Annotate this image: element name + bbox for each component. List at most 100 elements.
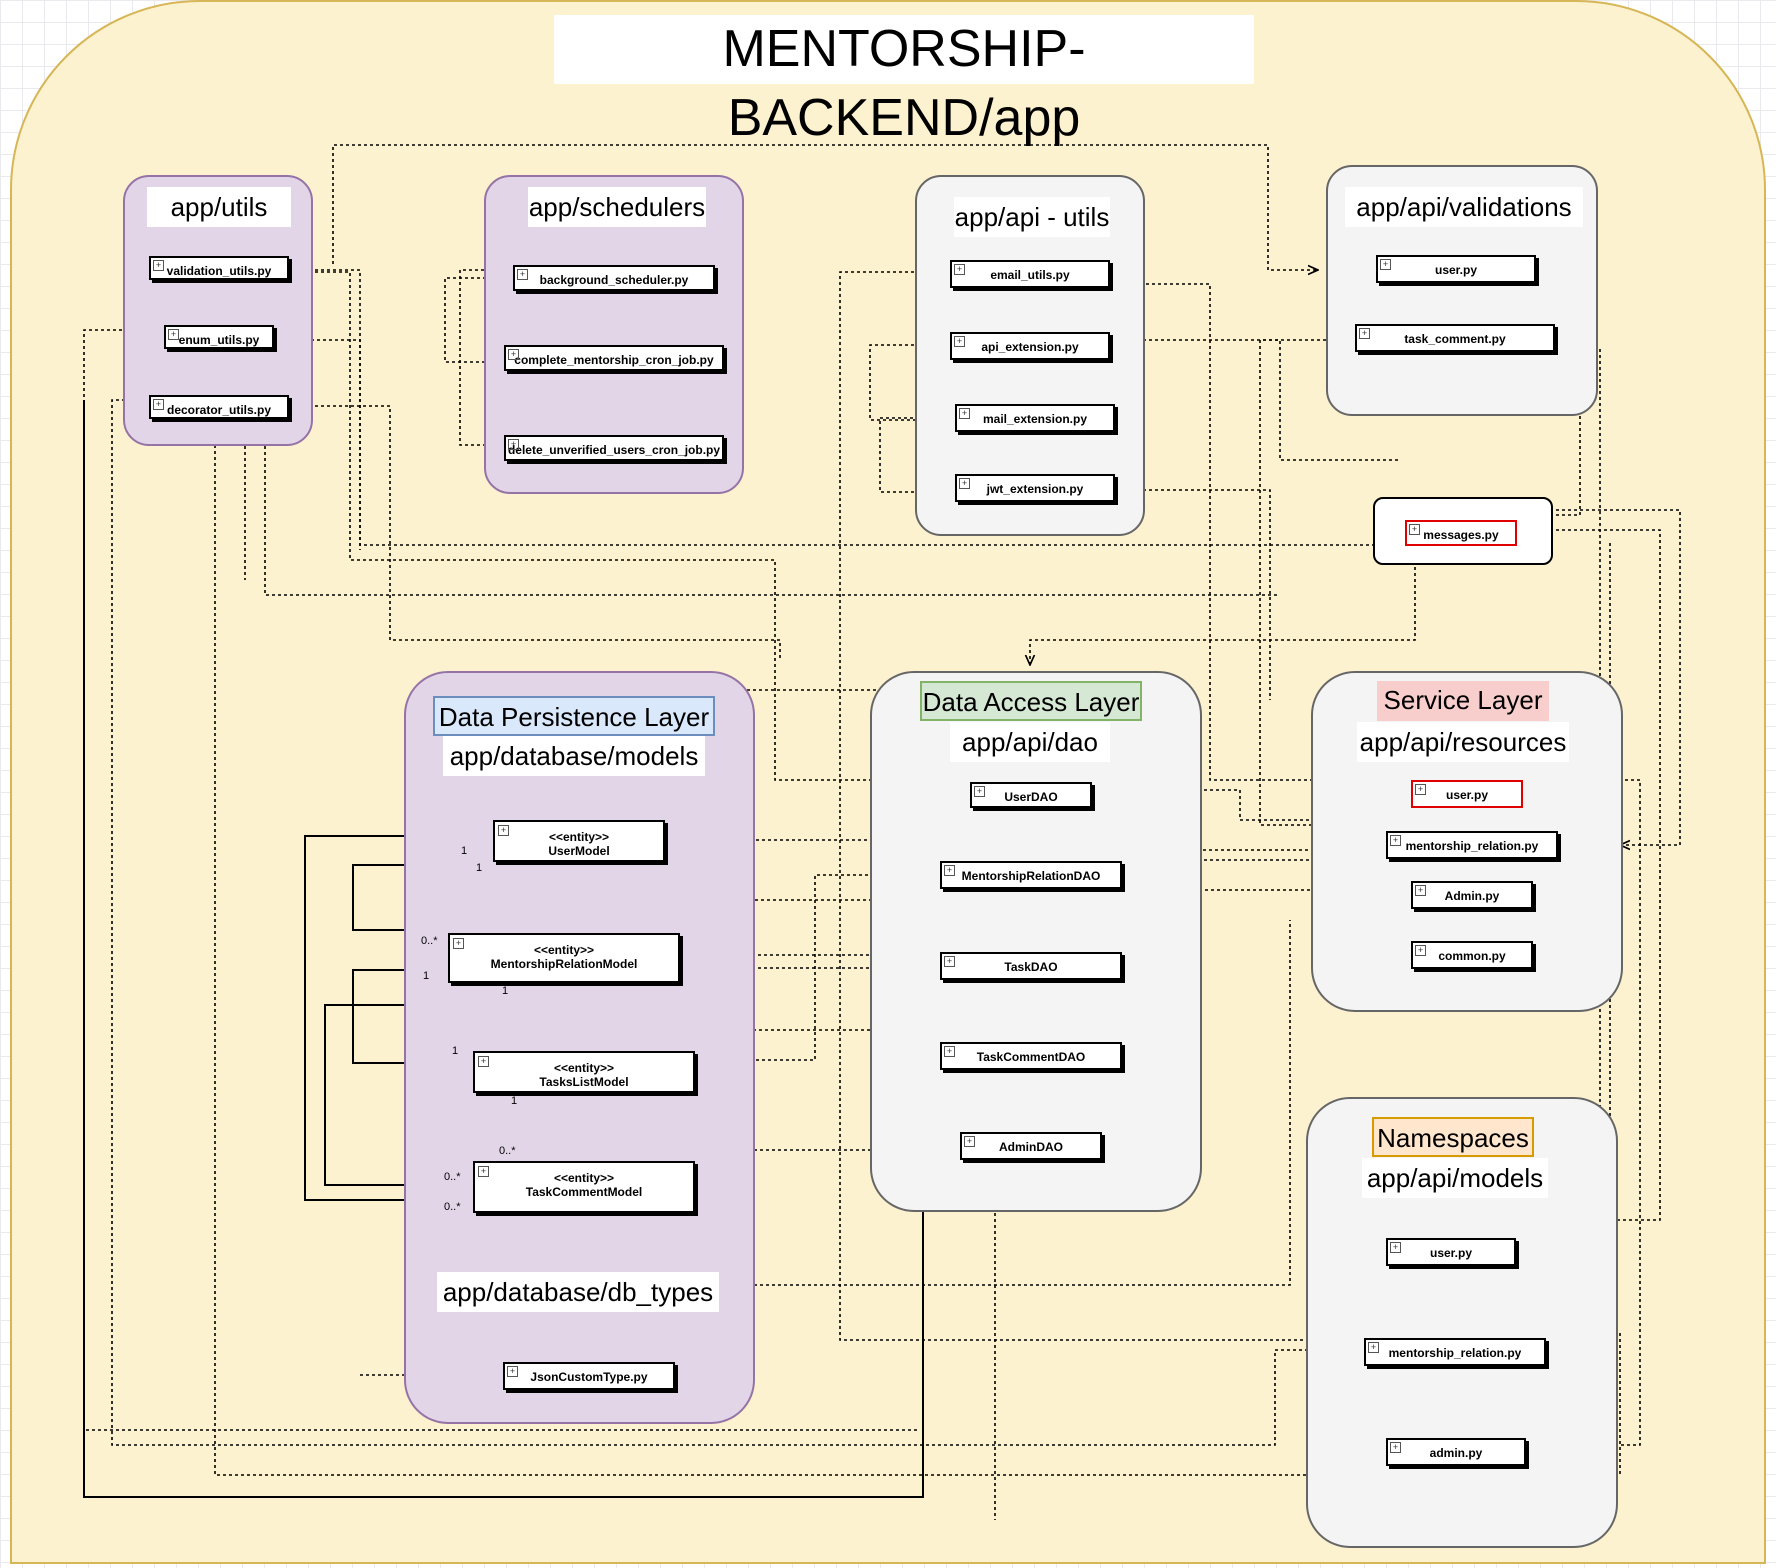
file-validations-task-comment[interactable]: + task_comment.py (1355, 324, 1555, 352)
file-label: user.py (1434, 263, 1478, 277)
expand-icon[interactable]: + (1390, 1242, 1401, 1253)
file-label: TaskCommentDAO (976, 1050, 1086, 1064)
expand-icon[interactable]: + (507, 1366, 518, 1377)
entity-mentorship-relation-model[interactable]: +<<entity>>MentorshipRelationModel (448, 933, 680, 983)
expand-icon[interactable]: + (964, 1136, 975, 1147)
multiplicity-label: 1 (452, 1045, 459, 1057)
file-label: jwt_extension.py (986, 482, 1084, 496)
file-label: enum_utils.py (178, 333, 260, 347)
file-label: decorator_utils.py (166, 403, 272, 417)
file-decorator-utils[interactable]: +decorator_utils.py (149, 395, 289, 419)
file-label: admin.py (1429, 1446, 1483, 1460)
expand-icon[interactable]: + (954, 264, 965, 275)
db-types-label: app/database/db_types (437, 1272, 719, 1312)
file-user-dao[interactable]: + UserDAO (970, 782, 1092, 808)
expand-icon[interactable]: + (508, 349, 519, 360)
dao-layer-label: Data Access Layer (920, 681, 1142, 721)
expand-icon[interactable]: + (1380, 259, 1391, 270)
file-namespaces-user[interactable]: + user.py (1386, 1238, 1516, 1266)
group-utils-label: app/utils (147, 187, 291, 227)
file-label: Admin.py (1444, 889, 1500, 903)
file-resources-admin[interactable]: + Admin.py (1411, 881, 1533, 909)
group-validations: app/api/validations (1326, 165, 1598, 416)
expand-icon[interactable]: + (453, 938, 464, 949)
multiplicity-label: 0..* (444, 1171, 461, 1183)
file-json-custom-type[interactable]: +JsonCustomType.py (503, 1362, 675, 1390)
entity-stereotype: <<entity>> (553, 1171, 615, 1185)
expand-icon[interactable]: + (478, 1056, 489, 1067)
expand-icon[interactable]: + (1368, 1342, 1379, 1353)
expand-icon[interactable]: + (959, 478, 970, 489)
file-label: UserDAO (1004, 790, 1058, 804)
entity-user-model[interactable]: + <<entity>>UserModel (493, 820, 665, 862)
file-label: user.py (1429, 1246, 1473, 1260)
expand-icon[interactable]: + (959, 408, 970, 419)
diagram-title: MENTORSHIP-BACKEND/app (554, 15, 1254, 147)
file-email-utils[interactable]: + email_utils.py (950, 260, 1110, 288)
messages-container (1373, 497, 1553, 565)
multiplicity-label: 1 (476, 862, 483, 874)
expand-icon[interactable]: + (1415, 784, 1426, 795)
file-label: email_utils.py (990, 268, 1070, 282)
entity-tasks-list-model[interactable]: + <<entity>>TasksListModel (473, 1051, 695, 1093)
expand-icon[interactable]: + (1390, 1442, 1401, 1453)
file-admin-dao[interactable]: +AdminDAO (960, 1132, 1102, 1160)
file-mentorship-relation-dao[interactable]: + MentorshipRelationDAO (940, 861, 1122, 889)
file-messages[interactable]: +messages.py (1405, 520, 1517, 546)
expand-icon[interactable]: + (1409, 524, 1420, 535)
expand-icon[interactable]: + (498, 825, 509, 836)
expand-icon[interactable]: + (1390, 835, 1401, 846)
file-label: task_comment.py (1404, 332, 1506, 346)
file-label: background_scheduler.py (539, 273, 689, 287)
multiplicity-label: 1 (423, 970, 430, 982)
file-label: delete_unverified_users_cron_job.py (507, 443, 721, 457)
expand-icon[interactable]: + (153, 260, 164, 271)
file-label: api_extension.py (981, 340, 1079, 354)
file-api-extension[interactable]: + api_extension.py (950, 332, 1110, 360)
expand-icon[interactable]: + (1359, 328, 1370, 339)
file-label: TaskDAO (1004, 960, 1058, 974)
group-validations-label: app/api/validations (1345, 187, 1583, 227)
file-task-comment-dao[interactable]: + TaskCommentDAO (940, 1042, 1122, 1070)
multiplicity-label: 1 (502, 985, 509, 997)
file-enum-utils[interactable]: +enum_utils.py (164, 325, 274, 349)
expand-icon[interactable]: + (944, 865, 955, 876)
file-label: mentorship_relation.py (1405, 839, 1539, 853)
expand-icon[interactable]: + (1415, 885, 1426, 896)
file-resources-user[interactable]: +user.py (1411, 780, 1523, 808)
entity-stereotype: <<entity>> (548, 830, 610, 844)
file-validations-user[interactable]: + user.py (1376, 255, 1536, 283)
expand-icon[interactable]: + (944, 1046, 955, 1057)
multiplicity-label: 1 (461, 845, 468, 857)
expand-icon[interactable]: + (508, 439, 519, 450)
expand-icon[interactable]: + (153, 399, 164, 410)
persistence-models-label: app/database/models (443, 736, 705, 776)
entity-name: UserModel (548, 844, 610, 858)
entity-name: TasksListModel (539, 1075, 629, 1089)
expand-icon[interactable]: + (478, 1166, 489, 1177)
entity-stereotype: <<entity>> (553, 1061, 615, 1075)
file-namespaces-admin[interactable]: + admin.py (1386, 1438, 1526, 1466)
expand-icon[interactable]: + (954, 336, 965, 347)
file-resources-common[interactable]: + common.py (1411, 941, 1533, 969)
group-api-utils-label: app/api - utils (954, 197, 1110, 237)
file-namespaces-mentorship-relation[interactable]: +mentorship_relation.py (1364, 1338, 1546, 1366)
file-resources-mentorship-relation[interactable]: + mentorship_relation.py (1386, 831, 1558, 859)
file-task-dao[interactable]: + TaskDAO (940, 952, 1122, 980)
entity-task-comment-model[interactable]: +<<entity>>TaskCommentModel (473, 1161, 695, 1213)
file-jwt-extension[interactable]: + jwt_extension.py (955, 474, 1115, 502)
file-validation-utils[interactable]: +validation_utils.py (149, 256, 289, 280)
expand-icon[interactable]: + (974, 786, 985, 797)
file-complete-mentorship-cron-job[interactable]: +complete_mentorship_cron_job.py (504, 345, 724, 371)
file-delete-unverified-users-cron-job[interactable]: +delete_unverified_users_cron_job.py (504, 435, 724, 461)
expand-icon[interactable]: + (517, 269, 528, 280)
entity-name: MentorshipRelationModel (490, 957, 638, 971)
expand-icon[interactable]: + (168, 329, 179, 340)
file-label: common.py (1438, 949, 1506, 963)
file-label: MentorshipRelationDAO (961, 869, 1101, 883)
file-mail-extension[interactable]: +mail_extension.py (955, 404, 1115, 432)
file-background-scheduler[interactable]: + background_scheduler.py (513, 265, 715, 291)
file-label: messages.py (1423, 528, 1499, 542)
expand-icon[interactable]: + (1415, 945, 1426, 956)
expand-icon[interactable]: + (944, 956, 955, 967)
